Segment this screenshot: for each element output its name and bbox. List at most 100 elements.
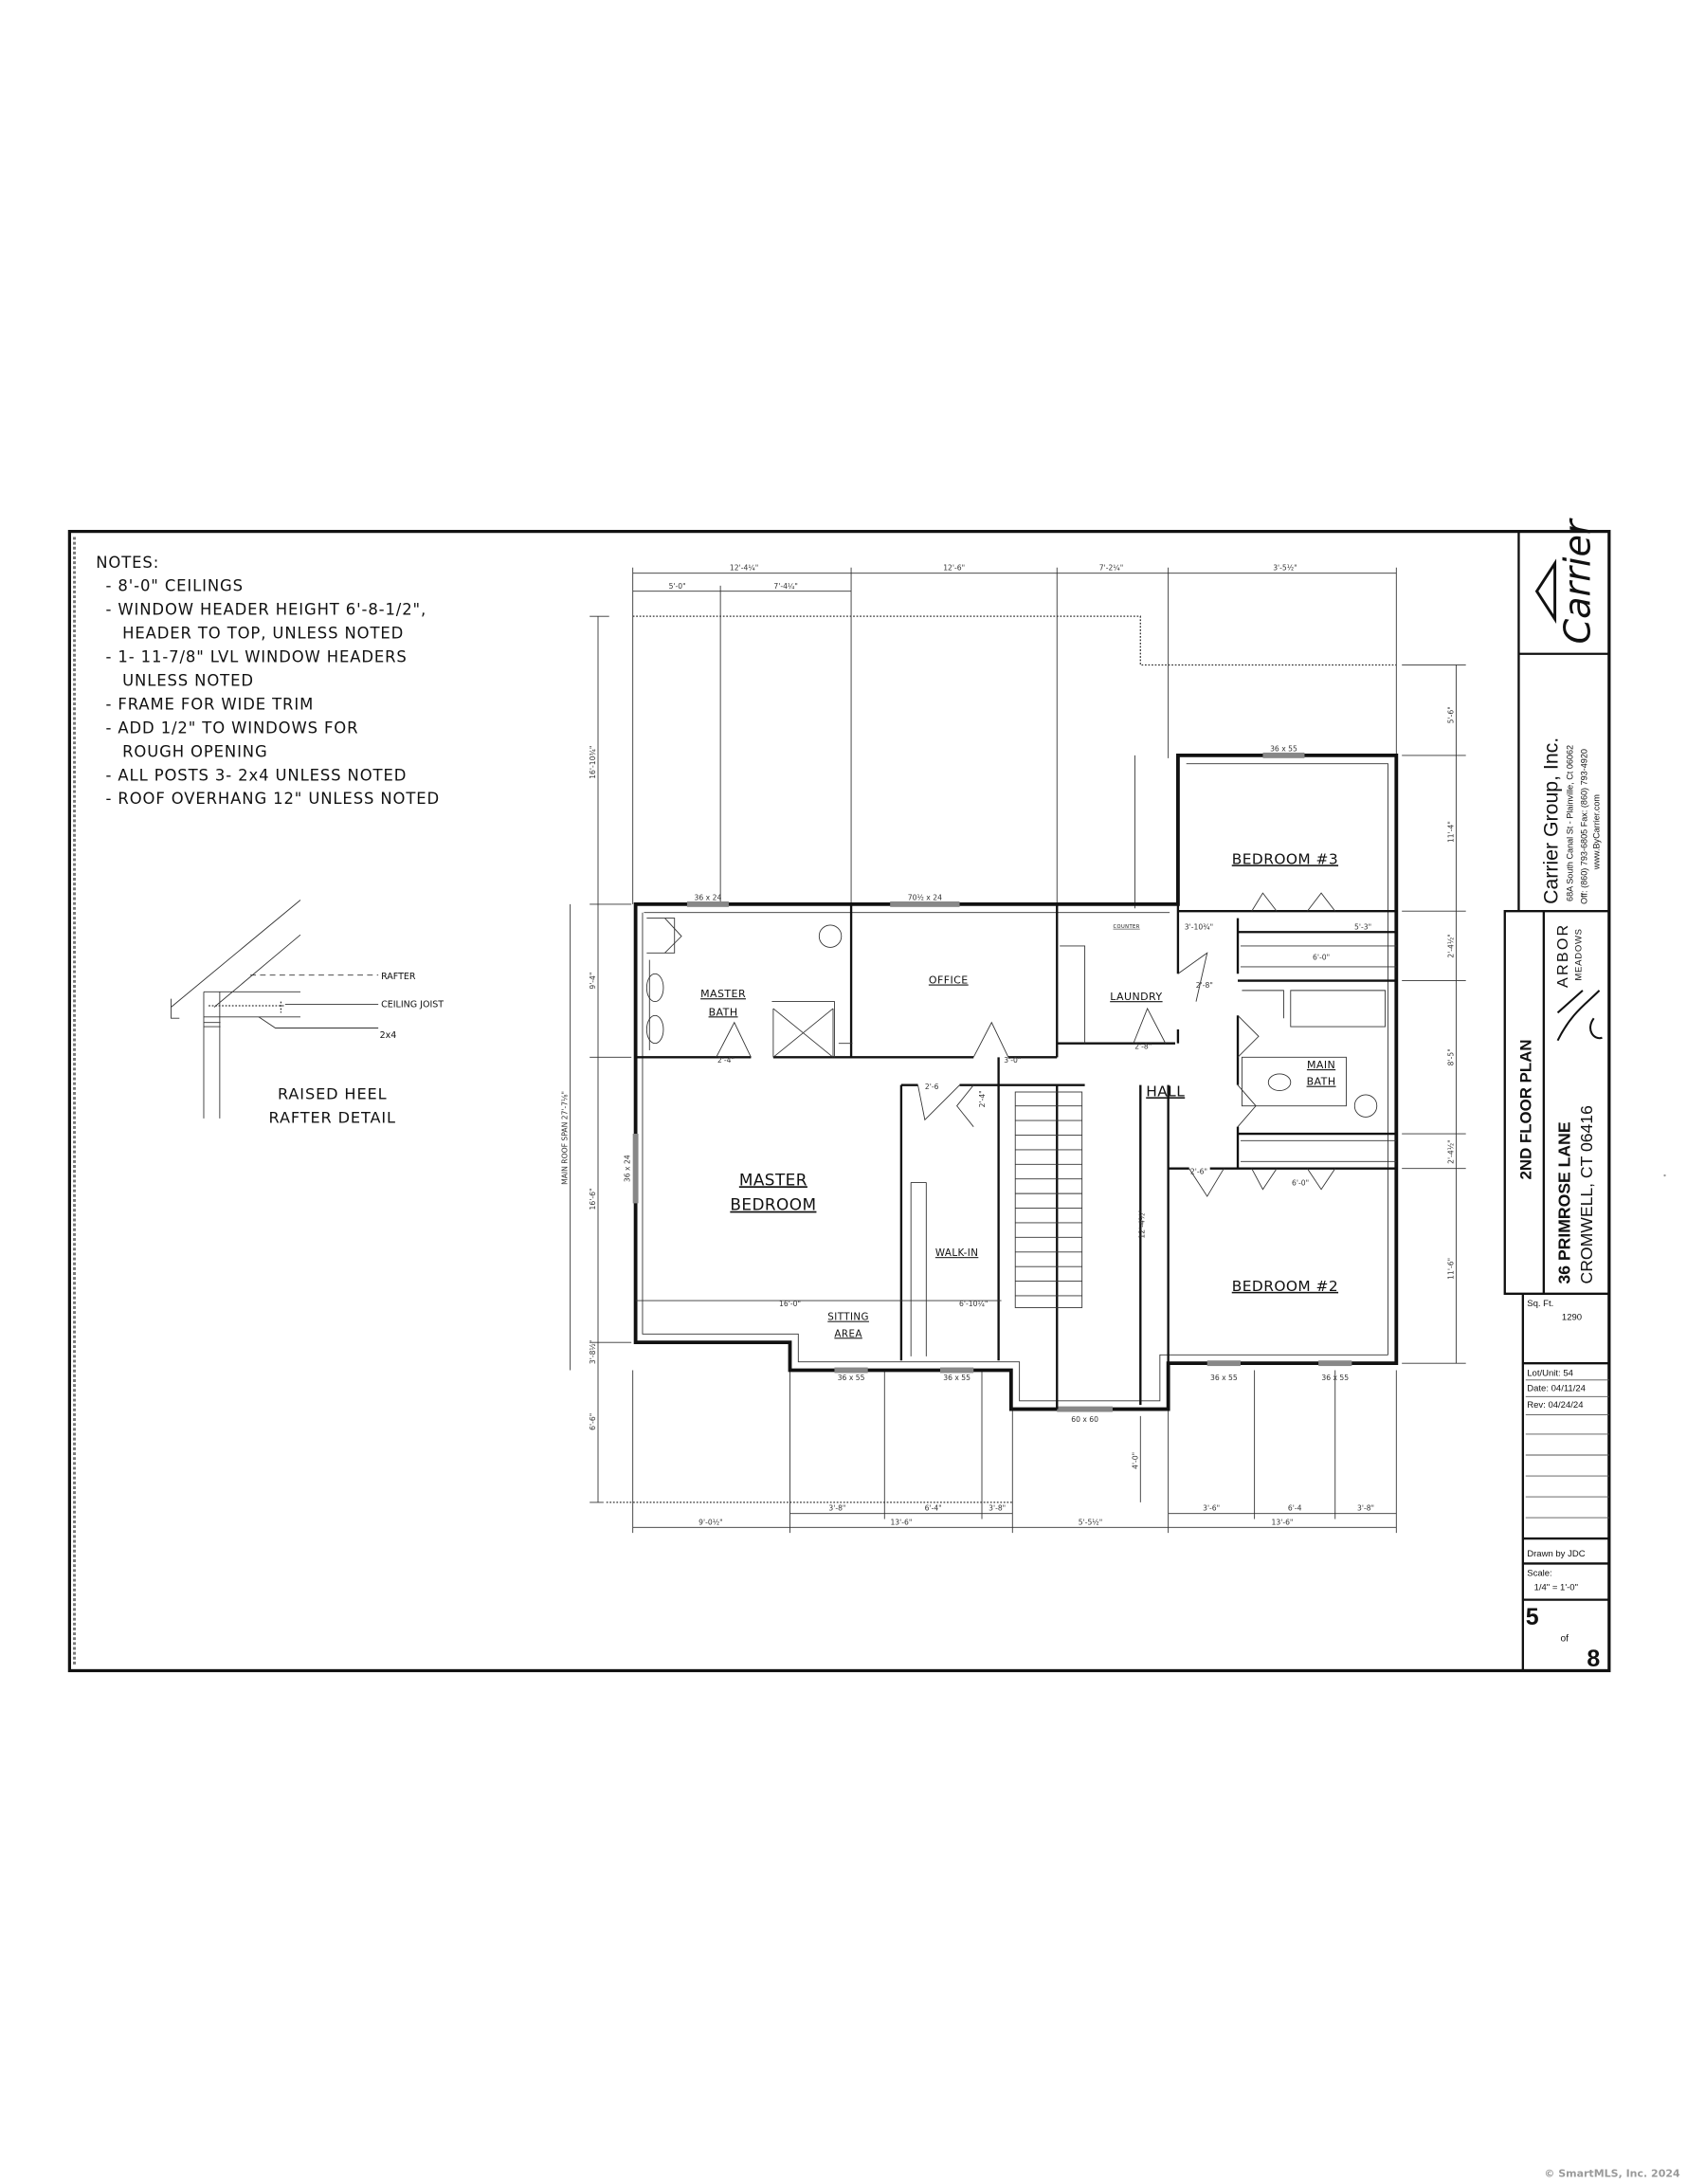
dimension-label: 11'-6": [1446, 1258, 1455, 1280]
windows: [632, 752, 1352, 1412]
dimension-label: 5'-5½": [1079, 1518, 1102, 1526]
room-label-hall: HALL: [1146, 1083, 1185, 1100]
detail-title: RAFTER DETAIL: [269, 1108, 396, 1126]
dimension-label: 16'-0": [779, 1300, 801, 1308]
property-city: CROMWELL, CT 06416: [1577, 1105, 1596, 1284]
rafter-detail-drawing: RAFTER CEILING JOIST 2x4 RAISED HEEL RAF…: [171, 900, 444, 1126]
dimension-label: 3'-0": [1004, 1056, 1021, 1065]
dimension-label: 5'-0": [669, 582, 686, 591]
stud-label: 2x4: [380, 1030, 397, 1041]
dimension-label: 3'-8": [989, 1504, 1006, 1513]
room-label-bedroom-2: BEDROOM #2: [1232, 1278, 1338, 1295]
dimension-label: 6'-10¼": [959, 1300, 988, 1308]
drawing-date: Date: 04/11/24: [1527, 1383, 1586, 1393]
exterior-wall: [633, 753, 1399, 1411]
dimension-label: 6'-6": [589, 1413, 597, 1430]
dimension-label: MAIN ROOF SPAN 27'-7⅛": [561, 1091, 570, 1185]
room-label-main-bath: MAIN: [1307, 1059, 1335, 1071]
carrier-logo-text: Carrier: [1556, 518, 1598, 644]
dimension-label: 6'-0": [1292, 1178, 1309, 1187]
staircase: [1014, 1091, 1083, 1308]
dimension-label: 13'-6": [890, 1518, 912, 1526]
rafter-label: RAFTER: [381, 972, 416, 982]
room-label-sitting-area: SITTING: [827, 1312, 869, 1323]
property-street: 36 PRIMROSE LANE: [1555, 1121, 1574, 1283]
dimension-label: 16'-6": [589, 1189, 597, 1210]
dimension-label: 12'-4½": [1138, 1210, 1147, 1238]
dimension-label: 3'-8": [1357, 1504, 1374, 1513]
dimension-label: 9'-4": [589, 973, 597, 990]
ceiling-joist-label: CEILING JOIST: [381, 999, 444, 1010]
note-line: - ROOF OVERHANG 12" UNLESS NOTED: [106, 790, 441, 808]
sheet-title: 2ND FLOOR PLAN: [1517, 1039, 1535, 1179]
dimension-label: 3'-8½": [589, 1340, 597, 1364]
room-label-master-bath: MASTER: [700, 988, 746, 1000]
dimension-label: 70½ x 24: [908, 893, 942, 901]
room-label-sitting-area: AREA: [834, 1328, 862, 1339]
dimension-label: 36 x 55: [1321, 1374, 1349, 1382]
room-label-master-bath: BATH: [709, 1006, 738, 1018]
sheet-total: 8: [1587, 1646, 1600, 1672]
note-line: UNLESS NOTED: [122, 672, 254, 690]
title-block: Carrier Carrier Group, Inc. 68A South Ca…: [1503, 518, 1610, 1672]
dimension-label: 36 x 24: [624, 1155, 632, 1182]
drawn-by: Drawn by JDC: [1527, 1549, 1585, 1559]
dimension-label: 2'-4": [978, 1090, 987, 1107]
room-label-counter: COUNTER: [1114, 924, 1140, 930]
community-name-sub: MEADOWS: [1573, 928, 1584, 980]
sqft-label: Sq. Ft.: [1527, 1299, 1553, 1309]
dimension-label: 16'-10¾": [589, 746, 597, 779]
company-phone: Off: (860) 793-6805 Fax: (860) 793-4920: [1579, 749, 1588, 904]
dimension-label: 6'-0": [1313, 954, 1330, 962]
dimension-label: 36 x 55: [1210, 1374, 1238, 1382]
door-swings: [664, 892, 1336, 1197]
dimension-label: 4'-0": [1131, 1452, 1139, 1469]
dimension-label: 36 x 55: [943, 1374, 970, 1382]
note-line: - 8'-0" CEILINGS: [106, 577, 244, 595]
dimension-label: 7'-2¼": [1099, 564, 1123, 573]
room-label-office: OFFICE: [929, 974, 969, 987]
room-label-walk-in: WALK-IN: [935, 1247, 978, 1259]
dimension-label: 6'-4": [925, 1504, 942, 1513]
revision-date: Rev: 04/24/24: [1527, 1400, 1584, 1410]
scale-value: 1/4" = 1'-0": [1534, 1582, 1578, 1592]
company-address: 68A South Canal St - Plainville, Ct 0606…: [1566, 745, 1575, 901]
carrier-logo: Carrier: [1534, 518, 1598, 644]
detail-title: RAISED HEEL: [278, 1084, 387, 1102]
note-line: - ALL POSTS 3- 2x4 UNLESS NOTED: [106, 766, 408, 784]
note-line: - FRAME FOR WIDE TRIM: [106, 695, 315, 713]
dimension-label: 3'-6": [1203, 1504, 1220, 1513]
note-line: - 1- 11-7/8" LVL WINDOW HEADERS: [106, 648, 408, 666]
dimension-label: 7'-4¼": [773, 582, 797, 591]
floor-plan: MASTER BATH OFFICE LAUNDRY COUNTER HALL …: [561, 564, 1466, 1534]
scale-label: Scale:: [1527, 1569, 1551, 1579]
room-label-main-bath: BATH: [1307, 1076, 1336, 1088]
dimension-label: 2'-6: [925, 1083, 939, 1091]
dimension-label: 11'-4": [1446, 821, 1455, 843]
dimension-label: 36 x 55: [838, 1374, 865, 1382]
dimension-label: 5'-6": [1446, 706, 1455, 723]
note-line: ROUGH OPENING: [122, 742, 267, 760]
dimension-label: 2'-6": [1190, 1168, 1207, 1176]
notes-block: NOTES: - 8'-0" CEILINGS - WINDOW HEADER …: [96, 554, 441, 808]
dimension-label: 36 x 24: [695, 893, 722, 901]
company-website: www.ByCarrier.com: [1592, 794, 1602, 870]
sheet-of: of: [1560, 1634, 1569, 1645]
arbor-meadows-leaf-icon: [1556, 990, 1603, 1042]
lot-unit: Lot/Unit: 54: [1527, 1368, 1573, 1378]
dimension-label: 8'-5": [1446, 1048, 1455, 1065]
room-label-laundry: LAUNDRY: [1110, 991, 1162, 1003]
dimension-label: 2'-8": [1134, 1043, 1152, 1051]
sqft-value: 1290: [1562, 1313, 1582, 1323]
note-line: - ADD 1/2" TO WINDOWS FOR: [106, 719, 359, 737]
dimension-label: 12'-6": [943, 564, 965, 573]
dimension-label: 12'-4¼": [730, 564, 758, 573]
dimension-label: 3'-5½": [1273, 564, 1297, 573]
copyright-footer: © SmartMLS, Inc. 2024: [1544, 2168, 1680, 2180]
note-line: HEADER TO TOP, UNLESS NOTED: [122, 625, 404, 643]
dimension-label: 3'-8": [828, 1504, 845, 1513]
room-label-master-bedroom: BEDROOM: [730, 1195, 816, 1214]
dimension-label: 2'-4": [717, 1056, 735, 1065]
dimension-label: 13'-6": [1272, 1518, 1294, 1526]
